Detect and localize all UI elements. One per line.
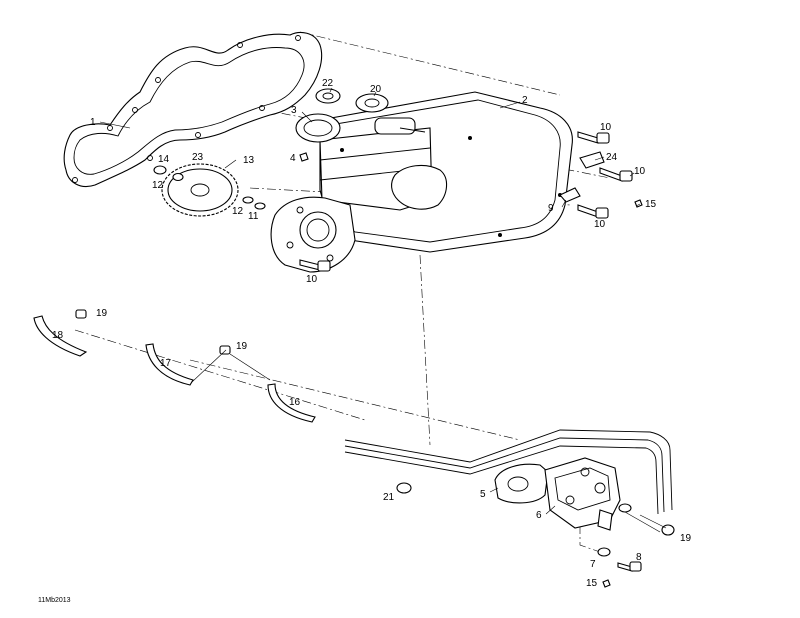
bolt-part-10-mid[interactable] [599,167,633,182]
callout-10a: 10 [600,122,612,133]
callout-16: 16 [289,397,301,408]
pump-plate[interactable] [270,196,356,273]
oil-seal-part-3[interactable] [295,113,341,143]
oil-lines[interactable] [344,429,673,515]
callout-7: 7 [590,559,596,570]
callout-14: 14 [158,154,170,165]
callout-labels: 1 2 3 4 5 6 7 8 9 10 10 10 10 11 12 12 1… [52,78,692,589]
callout-13: 13 [243,155,255,166]
gasket-part-1[interactable] [63,31,323,188]
callout-3: 3 [291,105,297,116]
clip-part-9[interactable] [559,187,581,203]
hose-part-17[interactable] [145,343,194,386]
nut-part-15-top[interactable] [634,199,643,208]
callout-10c: 10 [594,219,606,230]
callout-1: 1 [90,117,96,128]
bolt-part-10-top[interactable] [577,131,610,144]
leader-lines [99,87,667,533]
nut-part-15-bottom[interactable] [602,579,611,588]
callout-20: 20 [370,84,382,95]
nut-part-4[interactable] [299,152,309,162]
bracket-part-24[interactable] [579,151,605,169]
clamp-part-19-a[interactable] [75,309,87,319]
callout-23: 23 [192,152,204,163]
callout-4: 4 [290,153,296,164]
callout-9: 9 [548,203,554,214]
callout-15b: 15 [586,578,598,589]
callout-8: 8 [636,552,642,563]
hose-part-18[interactable] [33,315,88,357]
oil-pump-part-6[interactable] [544,457,632,531]
cap-part-20[interactable] [355,93,389,113]
bushing-part-21[interactable] [396,482,412,494]
washer-part-14[interactable] [153,165,167,175]
callout-15a: 15 [645,199,657,210]
hose-part-16[interactable] [267,383,316,423]
screw-part-8[interactable] [617,561,642,572]
callout-19c: 19 [680,533,692,544]
clamp-part-19-b[interactable] [219,345,231,355]
gasket-part-5[interactable] [494,463,549,504]
callout-12a: 12 [152,180,164,191]
callout-24: 24 [606,152,618,163]
callout-19b: 19 [236,341,248,352]
callout-12b: 12 [232,206,244,217]
callout-18: 18 [52,330,64,341]
callout-10d: 10 [306,274,318,285]
bolt-part-10-right[interactable] [577,204,609,219]
clamp-part-19-c[interactable] [661,524,675,536]
bolt-part-10-lower[interactable] [299,259,331,272]
ring-part-23[interactable] [172,172,184,182]
callout-5: 5 [480,489,486,500]
callout-11: 11 [248,211,259,222]
callout-10b: 10 [634,166,646,177]
callout-22: 22 [322,78,334,89]
callout-2: 2 [522,95,528,106]
cap-part-22[interactable] [315,88,341,104]
washers-part-11-12[interactable] [242,196,266,210]
washer-part-7[interactable] [597,547,611,557]
gear-part-13[interactable] [161,163,239,217]
callout-19a: 19 [96,308,108,319]
callout-21: 21 [383,492,395,503]
callout-17: 17 [160,358,172,369]
drawing-code: 11Mb2013 [38,597,71,604]
callout-6: 6 [536,510,542,521]
housing-cover-part-2[interactable] [319,91,573,253]
